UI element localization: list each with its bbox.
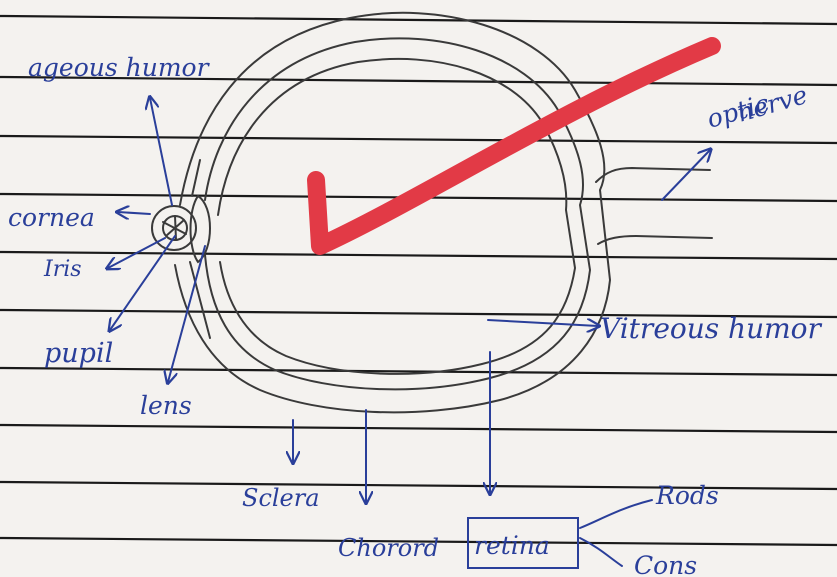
optic-nerve-lower (598, 236, 712, 244)
lens-shape (191, 196, 211, 262)
label-cones: Cons (634, 551, 697, 577)
labels: ageous humor optic nerve cornea Iris pup… (8, 53, 823, 577)
label-sclera: Sclera (242, 484, 320, 512)
optic-nerve-upper (596, 168, 710, 182)
red-checkmark-icon (316, 46, 712, 246)
arrow-vitreous (488, 320, 598, 326)
label-iris: Iris (43, 257, 82, 282)
label-vitreous-humor: Vitreous humor (600, 312, 823, 345)
arrow-cornea (118, 212, 150, 214)
label-lens: lens (140, 391, 192, 420)
line-rods (580, 500, 652, 528)
eyeball-outline (152, 13, 712, 413)
label-rods: Rods (655, 481, 719, 510)
label-pupil: pupil (44, 338, 113, 369)
label-optic-nerve-2: nerve (734, 80, 811, 128)
label-choroid: Chorord (338, 534, 439, 562)
ruled-lines (0, 16, 837, 545)
arrow-aqueous (150, 98, 172, 205)
arrow-lens (168, 246, 205, 382)
label-aqueous-humor: ageous humor (28, 53, 211, 82)
label-cornea: cornea (8, 203, 95, 232)
arrow-optic (662, 150, 710, 200)
label-retina: retina (474, 531, 550, 560)
